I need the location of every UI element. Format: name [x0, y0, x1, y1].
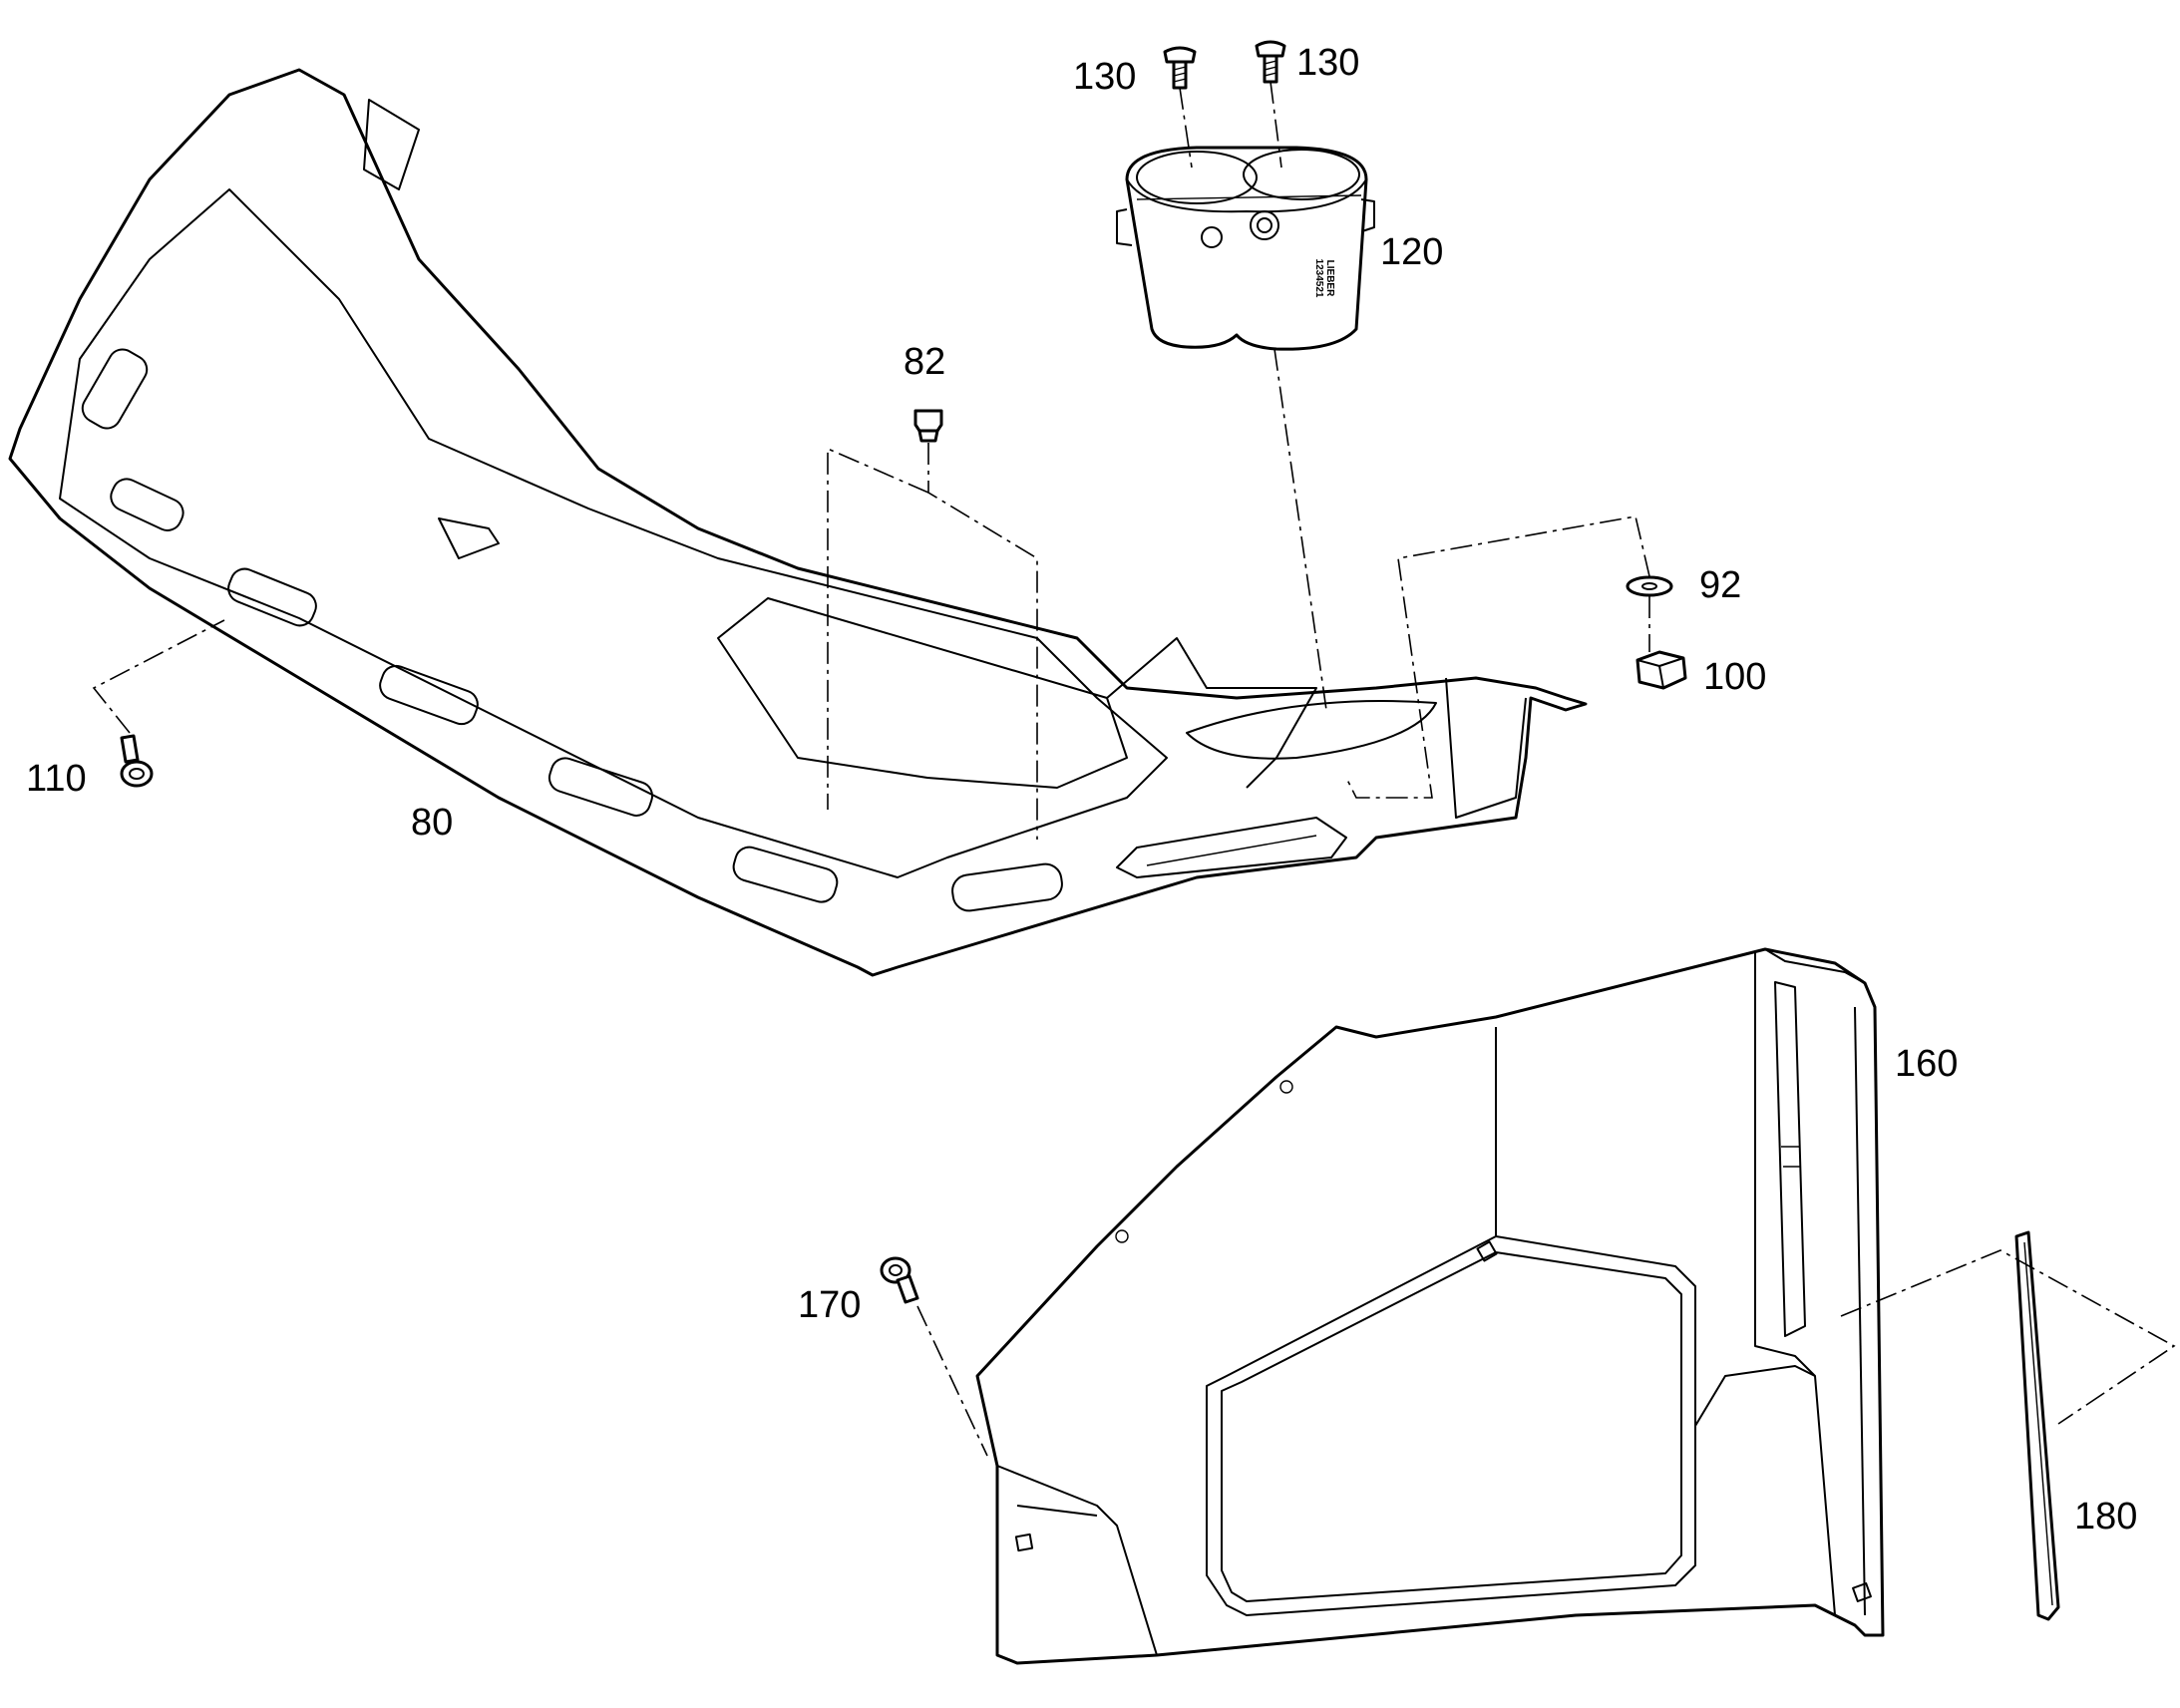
callout-120: 120: [1380, 231, 1444, 273]
cup-holder-marking-line-1: LIEBER: [1324, 259, 1335, 297]
part-80-dash-panel: [8, 68, 1588, 977]
callout-130-right: 130: [1296, 42, 1360, 84]
callout-170: 170: [798, 1284, 862, 1326]
part-100-nut: [1635, 650, 1687, 690]
part-92-washer: [1626, 575, 1673, 597]
callout-100: 100: [1703, 656, 1767, 698]
part-170-screw: [880, 1256, 919, 1304]
callout-110: 110: [26, 758, 87, 800]
part-130-screw-right: [1255, 40, 1286, 84]
leader-lines: [92, 81, 2176, 1457]
part-120-cup-holder: [1116, 146, 1375, 351]
part-82-plug: [913, 409, 943, 443]
part-160-side-panel: [975, 947, 1885, 1665]
callout-130-left: 130: [1073, 56, 1137, 98]
cup-holder-marking-line-2: 1234521: [1313, 258, 1324, 298]
callout-160: 160: [1895, 1043, 1959, 1085]
cup-holder-marking: LIEBER 1234521: [1313, 232, 1335, 324]
callout-82: 82: [904, 341, 946, 383]
callout-80: 80: [411, 802, 454, 844]
callout-92: 92: [1699, 564, 1742, 606]
part-130-screw-left: [1163, 46, 1197, 90]
part-110-screw: [120, 734, 154, 788]
part-180-seal-strip: [2014, 1230, 2060, 1621]
callout-180: 180: [2074, 1496, 2138, 1537]
